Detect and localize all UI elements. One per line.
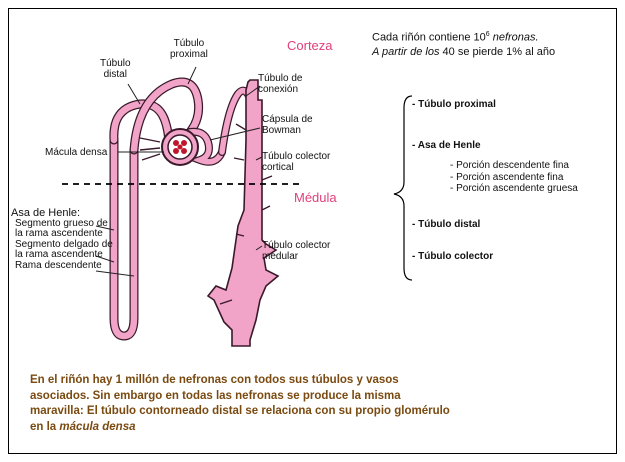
proximal-tubule xyxy=(129,77,204,155)
info-nephrons-word: nefronas. xyxy=(492,31,539,44)
leader-lines xyxy=(95,66,263,277)
summary-emphasis: mácula densa xyxy=(59,420,136,433)
list-item-proximal-tubule: - Túbulo proximal xyxy=(412,99,496,110)
nephron-info: Cada riñón contiene 106 nefronas. A part… xyxy=(372,28,555,59)
henle-legend-item: Segmento delgado de xyxy=(15,238,113,250)
summary-body: En el riñón hay 1 millón de nefronas con… xyxy=(30,374,450,433)
henle-legend-item: Segmento grueso de xyxy=(15,217,108,229)
label-proximal-tubule: Túbulo proximal xyxy=(170,38,208,60)
arterioles xyxy=(139,137,161,161)
henle-subitem: - Porción ascendente gruesa xyxy=(450,183,578,194)
loop-of-henle xyxy=(109,135,139,341)
label-distal-tubule: Túbulo distal xyxy=(100,58,131,80)
info-line-2-rest: se pierde 1% al año xyxy=(457,45,556,58)
henle-subitems: - Porción descendente fina - Porción asc… xyxy=(450,160,578,195)
label-cortical-collecting-tubule: Túbulo colector cortical xyxy=(262,151,331,173)
label-medullary-collecting-tubule: Túbulo colector medular xyxy=(262,240,331,262)
henle-subitem: - Porción ascendente fina xyxy=(450,171,564,183)
label-connecting-tubule: Túbulo de conexión xyxy=(258,73,303,95)
label-bowman-capsule: Cápsula de Bowman xyxy=(262,114,313,136)
collecting-duct xyxy=(206,79,280,347)
zone-label-medulla: Médula xyxy=(294,190,337,205)
list-item-loop-of-henle: - Asa de Henle xyxy=(412,140,481,151)
glomerulus xyxy=(161,128,199,166)
label-macula-densa: Mácula densa xyxy=(45,147,108,158)
zone-label-cortex: Corteza xyxy=(287,38,333,53)
convoluted-segments xyxy=(186,127,226,166)
henle-subitem: - Porción descendente fina xyxy=(450,160,569,171)
info-line-2-text: A partir de los xyxy=(372,45,440,58)
henle-legend-title: Asa de Henle: xyxy=(11,207,81,219)
info-line-1: Cada riñón contiene 106 nefronas. xyxy=(372,28,555,45)
henle-legend: Asa de Henle: Segmento grueso de la rama… xyxy=(11,208,113,271)
slide-frame xyxy=(8,8,617,454)
henle-legend-item: Rama descendente xyxy=(15,259,102,271)
info-age: 40 xyxy=(442,45,455,58)
info-line-2: A partir de los 40 se pierde 1% al año xyxy=(372,45,555,59)
henle-legend-item: la rama ascendente xyxy=(15,228,103,239)
info-line-1-text: Cada riñón contiene 10 xyxy=(372,31,486,44)
summary-text: En el riñón hay 1 millón de nefronas con… xyxy=(30,373,450,435)
list-item-collecting-tubule: - Túbulo colector xyxy=(412,251,494,262)
list-item-distal-tubule: - Túbulo distal xyxy=(412,219,481,230)
list-bracket xyxy=(393,95,413,281)
info-exponent: 6 xyxy=(485,31,490,38)
henle-legend-item: la rama ascendente xyxy=(15,249,103,260)
